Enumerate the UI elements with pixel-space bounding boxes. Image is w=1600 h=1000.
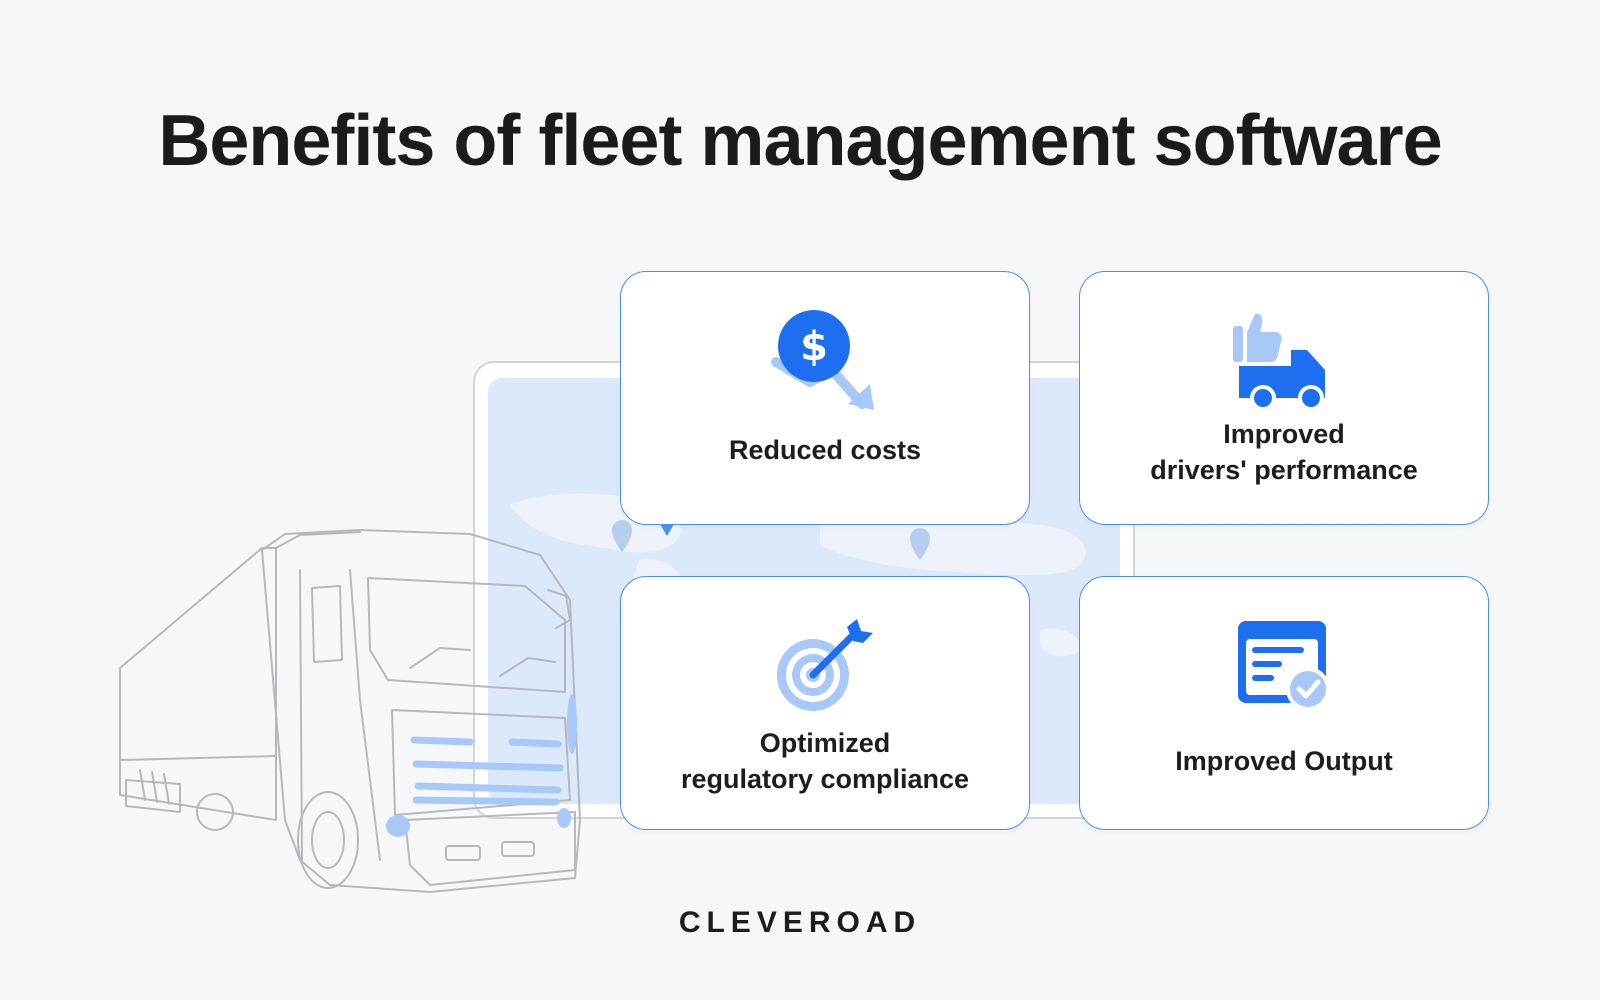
- benefit-label: Improved Output: [1175, 746, 1393, 776]
- truck-grille-accent: [410, 736, 564, 806]
- map-pin-icon: [612, 520, 930, 560]
- page-title: Benefits of fleet management software: [158, 101, 1442, 181]
- brand-logo: CLEVEROAD: [678, 906, 922, 939]
- benefit-label: Reduced costs: [728, 435, 922, 465]
- benefit-card-reduced-costs: $ Reduced costs: [620, 271, 1030, 525]
- benefit-card-improved-output: Improved Output: [1079, 576, 1489, 830]
- truck-headlight-accent: [386, 694, 577, 837]
- report-check-icon: [1080, 619, 1488, 715]
- target-arrow-icon: [621, 619, 1029, 715]
- benefit-card-regulatory-compliance: Optimized regulatory compliance: [620, 576, 1030, 830]
- truck-illustration: [119, 529, 581, 893]
- svg-text:$: $: [800, 324, 828, 370]
- benefit-label: Optimized regulatory compliance: [680, 728, 970, 794]
- dollar-down-icon: $: [621, 310, 1029, 414]
- benefit-label: Improved drivers' performance: [1150, 419, 1418, 485]
- benefit-card-drivers-performance: Improved drivers' performance: [1079, 271, 1489, 525]
- thumbs-up-truck-icon: [1080, 310, 1488, 410]
